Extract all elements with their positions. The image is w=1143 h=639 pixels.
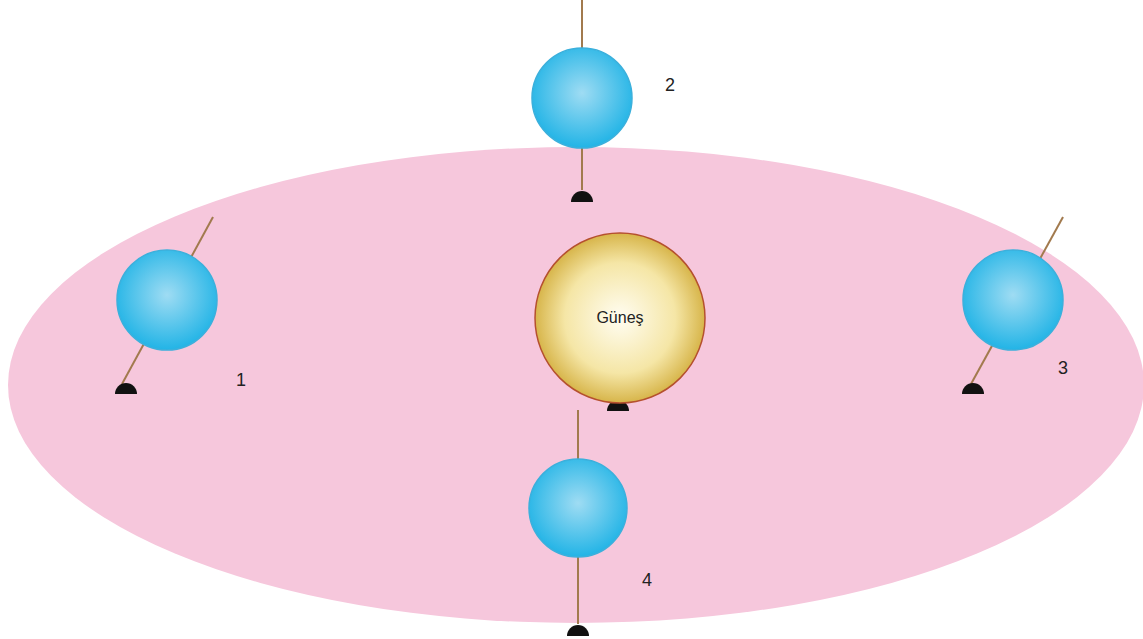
sun-label: Güneş [596,309,643,327]
callout-number: 1 [236,370,246,391]
observer-dome [571,191,593,202]
sun-circle: Güneş [534,232,706,404]
earth-globe [117,250,217,350]
observer-dome [567,625,589,636]
observer-dome [962,383,984,394]
callout-number: 2 [665,75,675,96]
observer-dome [115,383,137,394]
earth-globe [963,250,1063,350]
earth-globe [529,459,627,557]
callout-number: 4 [642,570,652,591]
earth-globe [532,48,632,148]
orbit-ellipse [8,147,1143,623]
callout-number: 3 [1058,358,1068,379]
